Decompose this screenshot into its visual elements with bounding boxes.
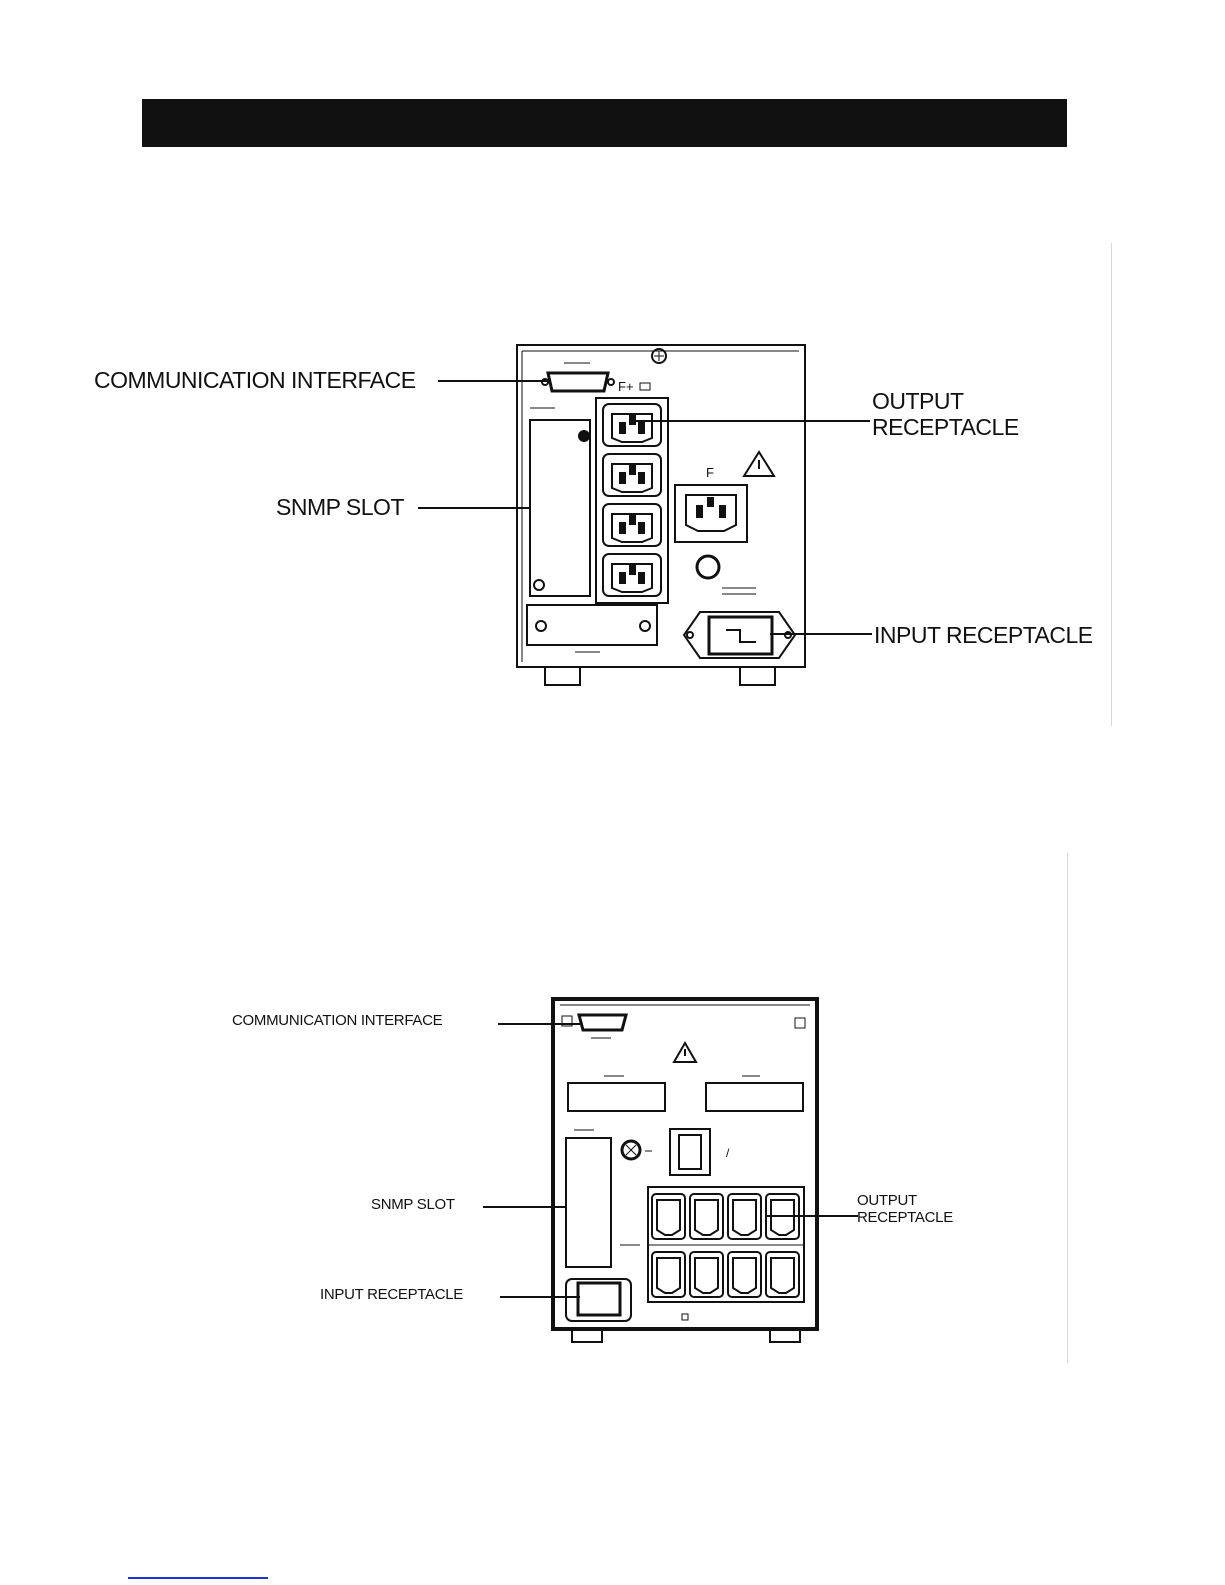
footer-link-underline <box>128 1577 268 1579</box>
db9-port-icon <box>548 373 608 391</box>
svg-text:/: / <box>726 1146 730 1160</box>
snmp-slot-label: SNMP SLOT <box>276 495 404 521</box>
ups-rear-panel-diagram-2: / <box>483 999 858 1342</box>
output-receptacle-label: OUTPUT RECEPTACLE <box>872 389 1019 441</box>
battery-connector <box>706 1083 803 1111</box>
circuit-breaker-icon <box>697 556 719 578</box>
input-receptacle-label: INPUT RECEPTACLE <box>320 1287 463 1304</box>
db9-port-icon <box>579 1015 626 1030</box>
battery-connector <box>568 1083 665 1111</box>
svg-text:F: F <box>706 465 714 480</box>
ups-cabinet <box>517 345 805 667</box>
output-receptacle-label: OUTPUT RECEPTACLE <box>857 1193 953 1227</box>
communication-interface-label: COMMUNICATION INTERFACE <box>232 1013 442 1030</box>
svg-text:F+: F+ <box>618 379 634 394</box>
communication-interface-label: COMMUNICATION INTERFACE <box>94 368 416 394</box>
iec-outlet-icon <box>603 404 661 446</box>
snmp-slot <box>530 420 590 596</box>
snmp-slot <box>566 1138 611 1267</box>
cabinet-foot <box>545 667 580 685</box>
iec-outlet-icon <box>603 454 661 496</box>
input-receptacle-label: INPUT RECEPTACLE <box>874 623 1093 649</box>
iec-outlet-icon <box>603 554 661 596</box>
cabinet-foot <box>740 667 775 685</box>
snmp-slot-label: SNMP SLOT <box>371 1197 455 1214</box>
iec-outlet-icon <box>603 504 661 546</box>
